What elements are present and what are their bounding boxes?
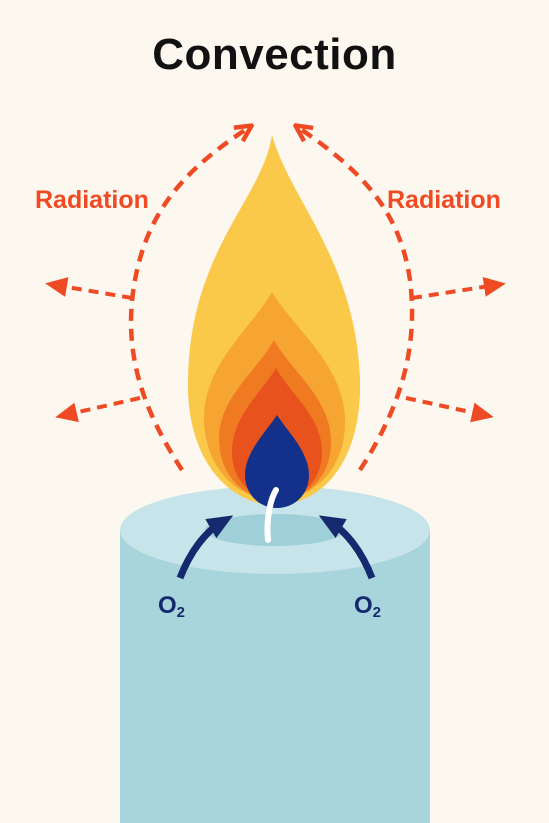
radiation-arrow-right-lower	[405, 396, 494, 423]
flame-blue-core	[245, 415, 309, 508]
convection-arrows	[128, 130, 415, 472]
radiation-arrow-left-lower	[55, 396, 141, 423]
oxygen-label-right-subscript: 2	[372, 604, 382, 621]
oxygen-arrow-left	[176, 515, 234, 580]
candle	[120, 486, 430, 823]
oxygen-label-left-subscript: 2	[176, 604, 186, 621]
radiation-label-right: Radiation	[387, 186, 501, 214]
oxygen-arrows	[176, 515, 376, 580]
flame	[187, 135, 361, 543]
convection-arrow-left	[128, 130, 245, 472]
radiation-arrow-right-upper	[411, 276, 506, 300]
radiation-arrows	[45, 276, 506, 423]
oxygen-arrow-right	[318, 515, 376, 580]
oxygen-label-right-symbol: O	[354, 592, 373, 619]
diagram-title: Convection	[152, 30, 397, 79]
radiation-arrow-left-upper	[45, 277, 133, 300]
candle-wick	[264, 487, 279, 543]
oxygen-label-left-symbol: O	[158, 592, 177, 619]
candle-wax-pool	[205, 514, 345, 546]
radiation-label-left: Radiation	[35, 186, 149, 214]
convection-arrow-right	[302, 130, 415, 472]
candle-body	[120, 530, 430, 823]
oxygen-label-left: O2	[158, 592, 185, 621]
oxygen-label-right: O2	[354, 592, 381, 621]
